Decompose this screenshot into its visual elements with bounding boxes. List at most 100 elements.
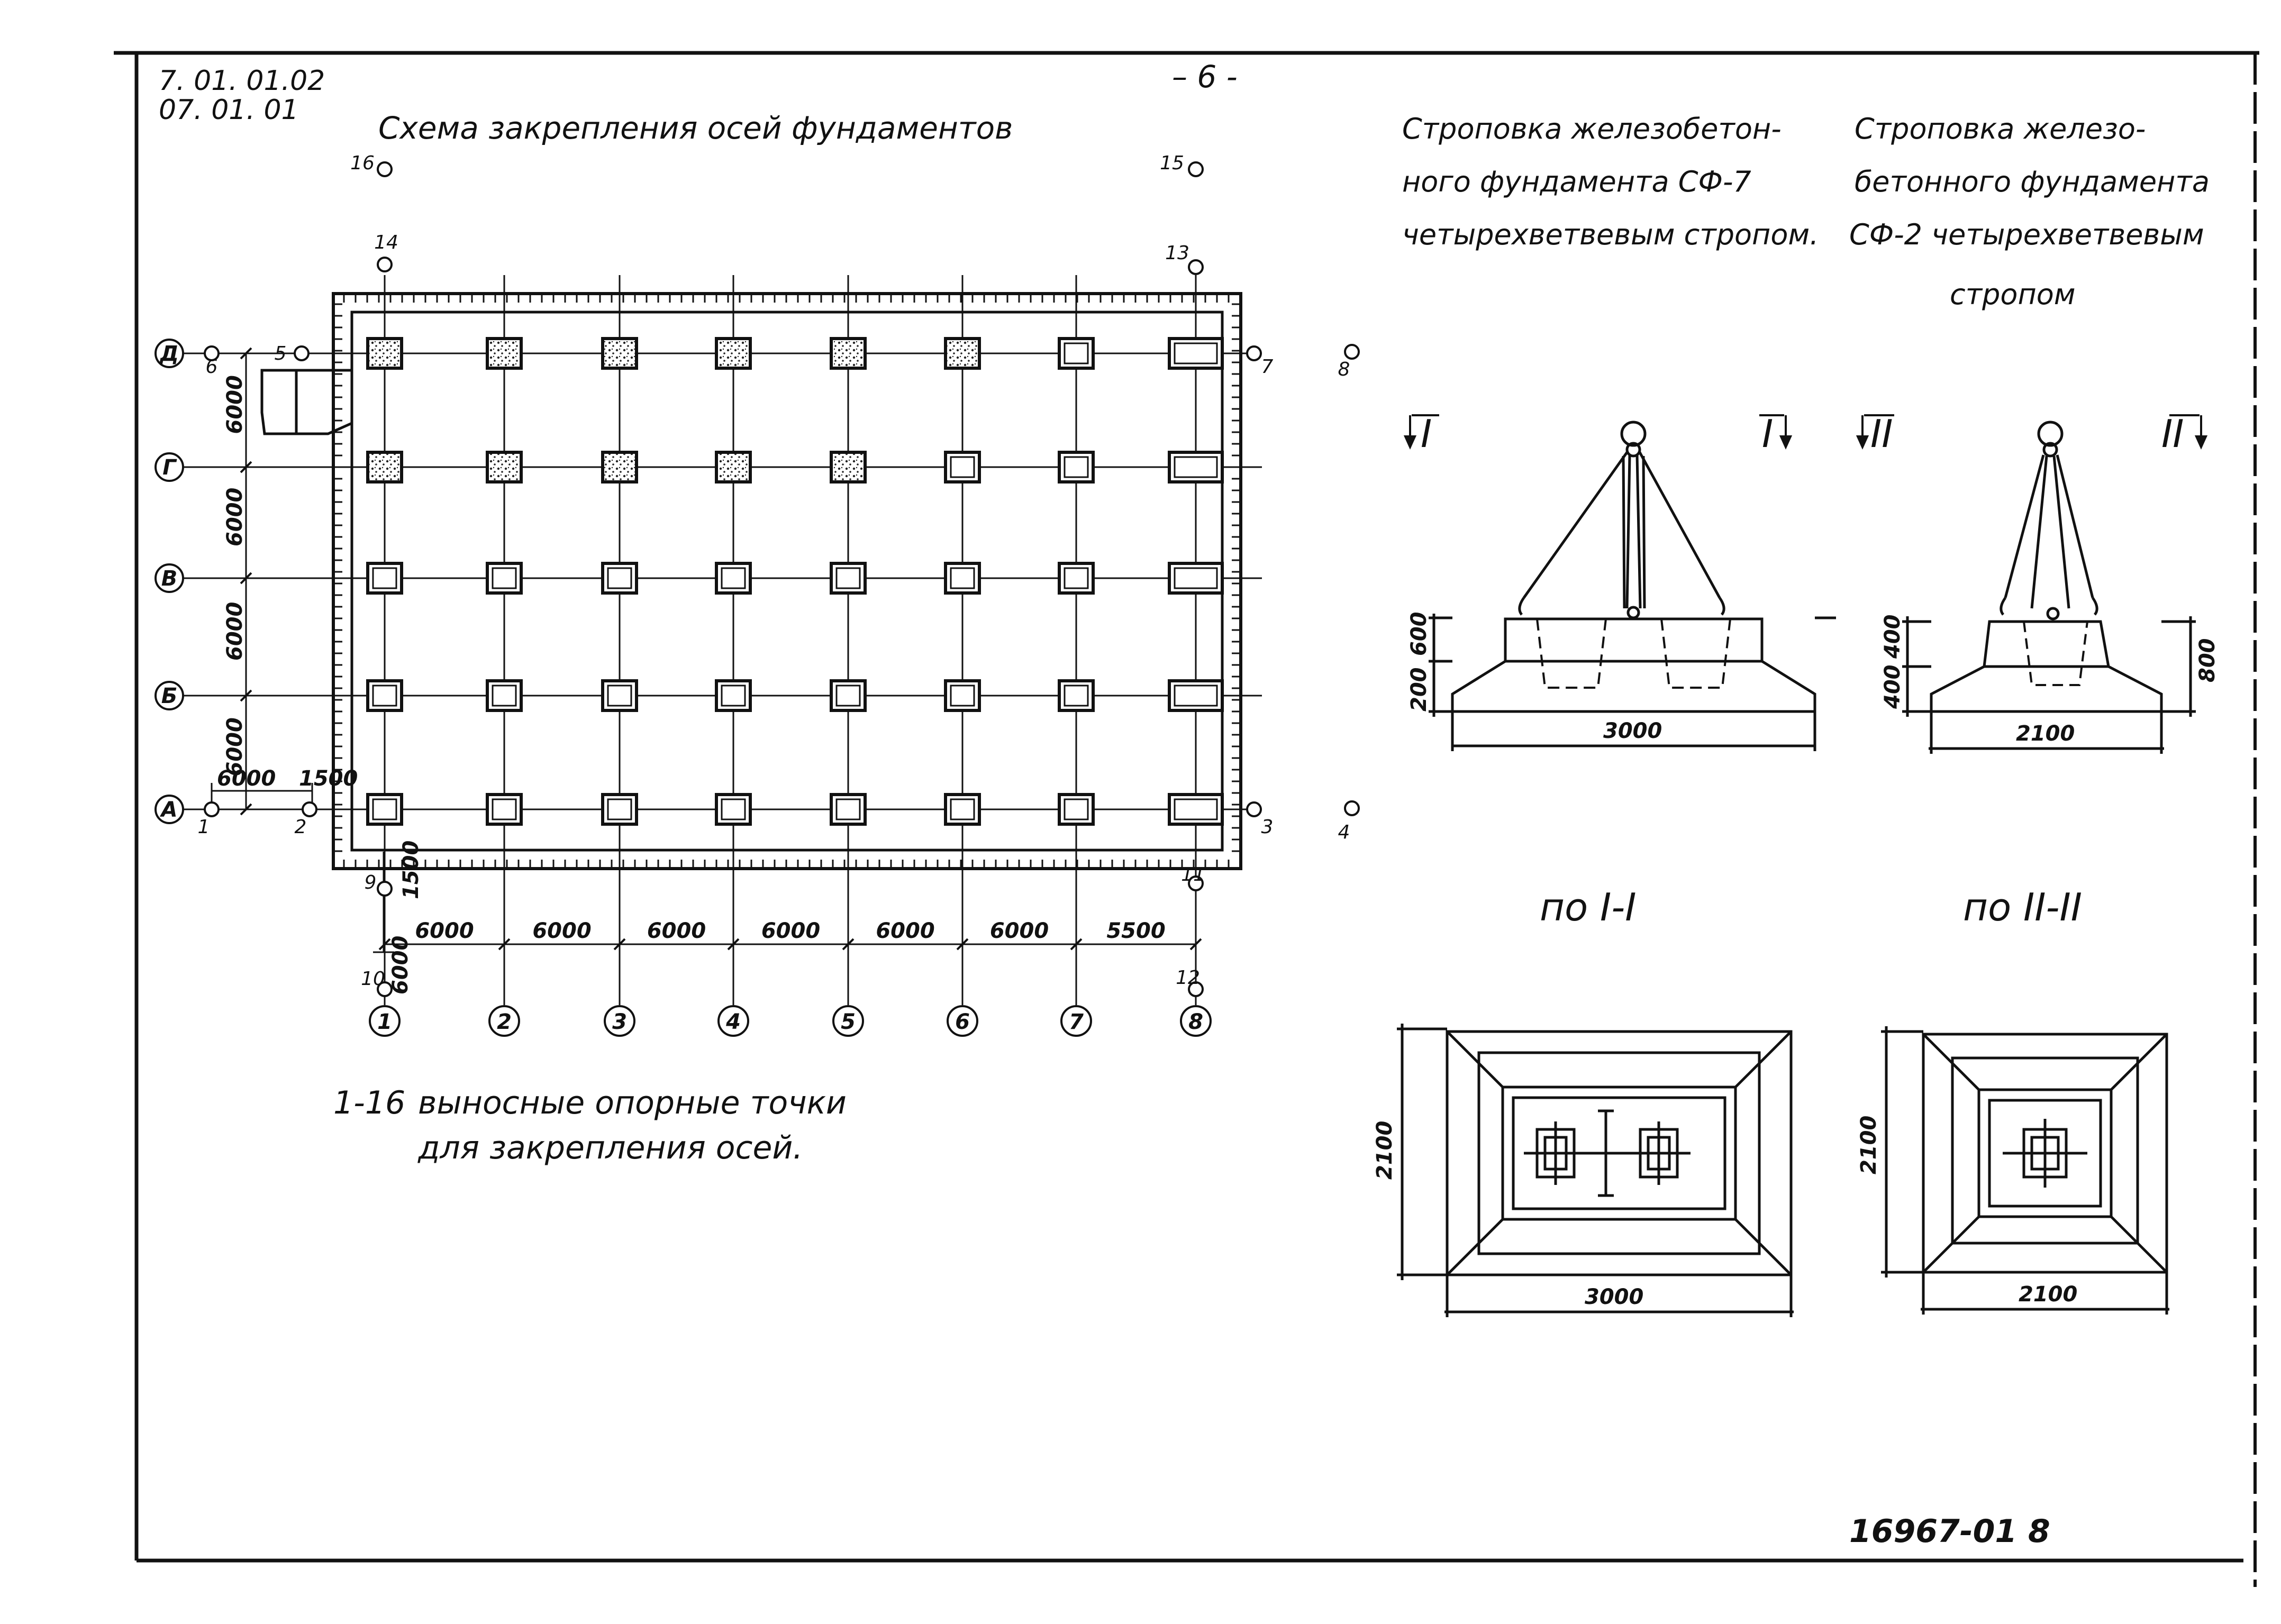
note-line-2: для закрепления осей. bbox=[417, 1129, 803, 1166]
entrance-element bbox=[260, 369, 353, 435]
support-point: 1 bbox=[198, 801, 220, 838]
doc-code-line-1: 7. 01. 01.02 bbox=[159, 65, 325, 97]
column-axis-marker: 2 bbox=[488, 1005, 520, 1037]
support-point-label: 2 bbox=[295, 816, 307, 838]
foundation-block bbox=[944, 562, 981, 595]
foundation-block bbox=[601, 562, 638, 595]
support-point: 12 bbox=[1176, 967, 1204, 997]
support-point-label: 9 bbox=[365, 872, 377, 893]
sf2-caption-4: стропом bbox=[1950, 278, 2076, 311]
support-point-label: 11 bbox=[1181, 864, 1205, 886]
foundation-block bbox=[944, 337, 981, 370]
row-axis-label: А bbox=[160, 798, 178, 822]
row-axis-label: Б bbox=[161, 684, 178, 708]
sf2-plan-view bbox=[1881, 1026, 2169, 1315]
foundation-block bbox=[366, 793, 403, 826]
foundation-block bbox=[1168, 793, 1224, 826]
foundation-block bbox=[366, 562, 403, 595]
column-axis-label: 1 bbox=[377, 1010, 392, 1034]
foundation-block bbox=[1168, 679, 1224, 712]
column-axis-marker: 8 bbox=[1180, 1005, 1212, 1037]
support-point-label: 15 bbox=[1160, 152, 1184, 174]
sf2-plan-label: по II-II bbox=[1963, 885, 2082, 929]
foundation-block bbox=[944, 793, 981, 826]
support-point: 6 bbox=[204, 345, 220, 378]
foundation-block bbox=[1168, 451, 1224, 483]
row-axis-label: В bbox=[161, 567, 178, 591]
support-point: 15 bbox=[1160, 152, 1204, 177]
doc-code-line-2: 07. 01. 01 bbox=[159, 94, 299, 126]
column-spacing-label: 6000 bbox=[761, 919, 820, 943]
foundation-block bbox=[944, 451, 981, 483]
support-point-label: 8 bbox=[1338, 359, 1350, 380]
column-axis-marker: 3 bbox=[604, 1005, 635, 1037]
sf2-plan-width: 2100 bbox=[2019, 1282, 2077, 1307]
support-point: 3 bbox=[1246, 801, 1273, 838]
foundation-block bbox=[715, 793, 752, 826]
side-dim-6000: 6000 bbox=[388, 936, 413, 995]
foundation-block bbox=[830, 337, 867, 370]
foundation-block bbox=[486, 562, 523, 595]
left-dim-6000: 6000 bbox=[217, 767, 276, 791]
column-axis-label: 5 bbox=[841, 1010, 856, 1034]
support-point-label: 7 bbox=[1261, 356, 1274, 378]
column-spacing-label: 6000 bbox=[876, 919, 934, 943]
sf7-section-mark-left: I bbox=[1421, 412, 1432, 456]
support-point-label: 14 bbox=[374, 232, 398, 253]
support-point: 7 bbox=[1246, 345, 1274, 378]
sf2-height-top: 400 bbox=[1880, 615, 1905, 660]
row-spacing-label: 6000 bbox=[223, 488, 247, 546]
sf2-width: 2100 bbox=[2016, 722, 2075, 746]
foundation-block bbox=[601, 679, 638, 712]
foundation-block bbox=[366, 337, 403, 370]
column-axis-label: 4 bbox=[725, 1010, 741, 1034]
drawing-number: 16967-01 8 bbox=[1849, 1513, 2050, 1550]
foundation-block bbox=[601, 337, 638, 370]
support-point: 10 bbox=[361, 968, 393, 997]
note-number: 1-16 bbox=[333, 1084, 405, 1121]
support-point: 16 bbox=[350, 152, 393, 177]
column-axis-label: 7 bbox=[1069, 1010, 1084, 1034]
side-dim-1500: 1500 bbox=[399, 841, 423, 899]
foundation-block bbox=[601, 793, 638, 826]
foundation-block bbox=[1058, 562, 1095, 595]
foundation-block bbox=[715, 679, 752, 712]
foundation-block bbox=[715, 337, 752, 370]
left-dim-1500: 1500 bbox=[299, 767, 358, 791]
column-axis-marker: 6 bbox=[947, 1005, 978, 1037]
foundation-block bbox=[601, 451, 638, 483]
row-axis-marker: В bbox=[155, 563, 184, 593]
row-spacing-label: 6000 bbox=[223, 375, 247, 434]
column-axis-marker: 5 bbox=[832, 1005, 864, 1037]
foundation-block bbox=[1168, 562, 1224, 595]
column-axis-label: 6 bbox=[955, 1010, 970, 1034]
column-axis-label: 8 bbox=[1188, 1010, 1203, 1034]
support-point: 2 bbox=[295, 801, 317, 838]
row-spacing-label: 6000 bbox=[223, 717, 247, 776]
sf7-height-200: 200 bbox=[1407, 668, 1431, 712]
sf2-caption-1: Строповка железо- bbox=[1855, 112, 2146, 145]
foundation-block bbox=[1058, 451, 1095, 483]
row-axis-marker: Б bbox=[155, 681, 184, 710]
support-point-label: 5 bbox=[275, 343, 287, 364]
foundation-block bbox=[486, 451, 523, 483]
row-axis-marker: А bbox=[155, 795, 184, 824]
foundation-block bbox=[830, 793, 867, 826]
foundation-block bbox=[486, 793, 523, 826]
sf2-slinging: Строповка железо- бетонного фундамента С… bbox=[1849, 112, 2220, 1315]
support-point: 8 bbox=[1338, 344, 1360, 380]
sf7-elevation bbox=[1429, 421, 1836, 751]
foundation-block bbox=[366, 679, 403, 712]
building-contour bbox=[332, 292, 1242, 870]
sf2-total-height: 800 bbox=[2195, 638, 2220, 683]
sf2-elevation bbox=[1902, 421, 2196, 754]
column-spacing-label: 6000 bbox=[647, 919, 706, 943]
sf7-plan-height: 2100 bbox=[1373, 1121, 1397, 1180]
column-spacing-label: 6000 bbox=[532, 919, 591, 943]
sf7-section-marks bbox=[1403, 414, 1793, 450]
sf7-plan-view bbox=[1397, 1024, 1794, 1317]
